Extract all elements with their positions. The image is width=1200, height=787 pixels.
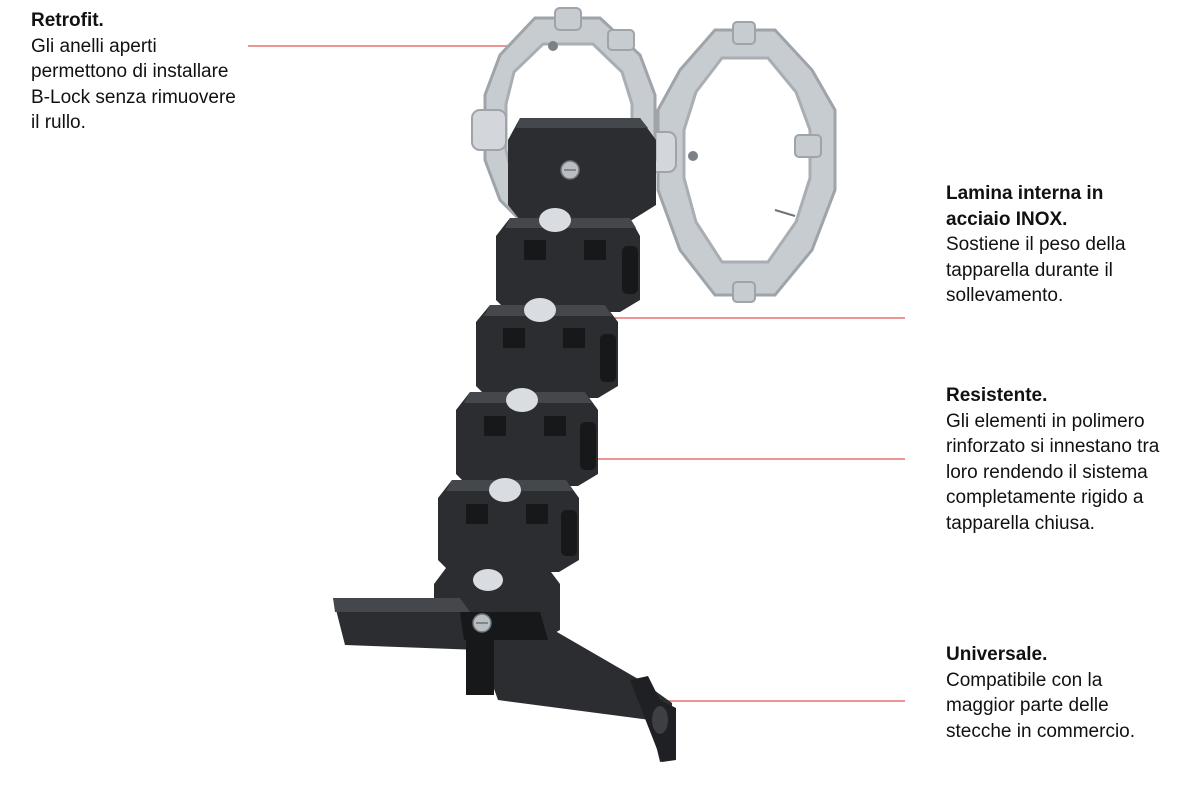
callout-universale-body: Compatibile con la maggior parte delle s… xyxy=(946,669,1136,742)
callout-retrofit-title: Retrofit. xyxy=(31,10,104,31)
callout-retrofit: Retrofit. Gli anelli aperti permettono d… xyxy=(31,8,246,136)
callout-lamina-body: Sostiene il peso della tapparella durant… xyxy=(946,234,1126,306)
callout-universale: Universale. Compatibile con la maggior p… xyxy=(946,642,1186,744)
base-plate xyxy=(333,598,676,762)
right-ring xyxy=(647,21,837,303)
callout-resistente-body: Gli elementi in polimero rinforzato si i… xyxy=(946,410,1160,534)
callout-retrofit-body: Gli anelli aperti permettono di installa… xyxy=(31,35,236,134)
callout-universale-title: Universale. xyxy=(946,644,1048,665)
callout-lamina: Lamina interna in acciaio INOX. Sostiene… xyxy=(946,181,1186,309)
callout-resistente: Resistente. Gli elementi in polimero rin… xyxy=(946,383,1186,536)
callout-lamina-title: Lamina interna in acciaio INOX. xyxy=(946,183,1104,230)
callout-resistente-title: Resistente. xyxy=(946,385,1048,406)
chain-body xyxy=(434,118,656,640)
